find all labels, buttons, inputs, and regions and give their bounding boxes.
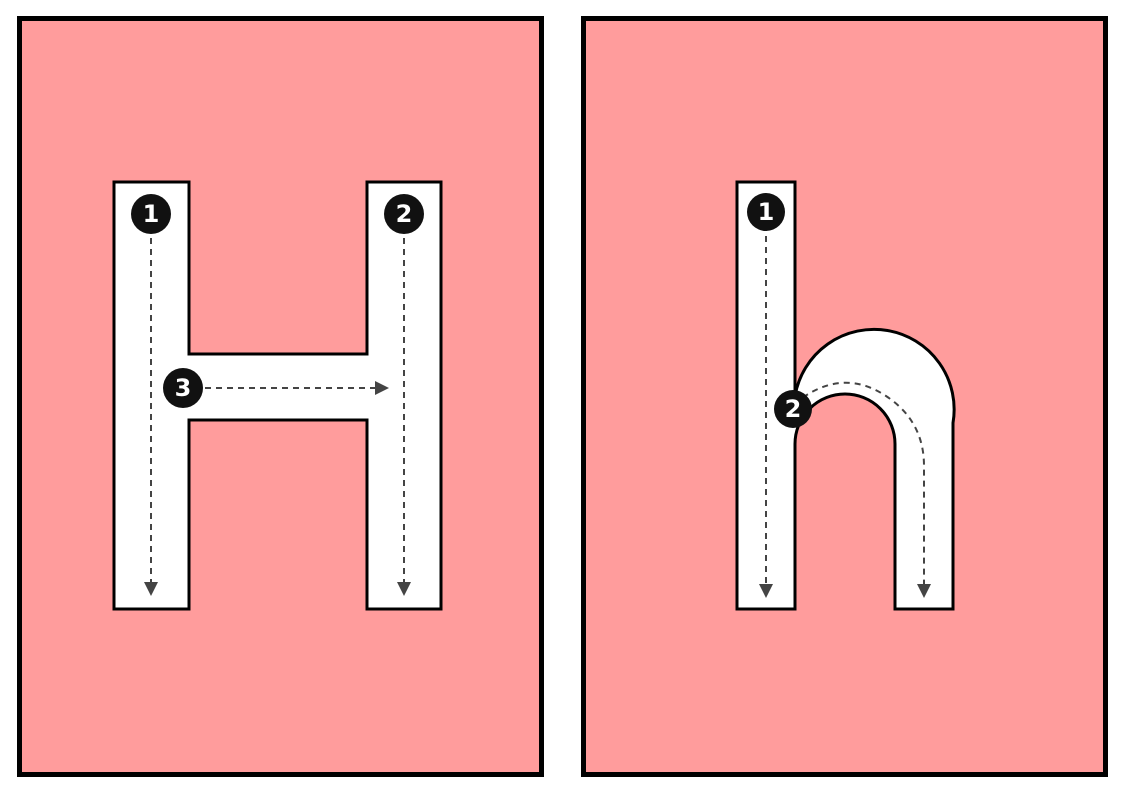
- uppercase-h-outline: [112, 180, 443, 611]
- letter-card-uppercase-h: 1 2 3: [17, 16, 544, 777]
- step-marker-1: 1: [131, 194, 171, 234]
- arrow-right-icon: [375, 381, 389, 395]
- step-number: 2: [785, 395, 802, 423]
- lowercase-h-tracing: 1 2: [735, 180, 956, 611]
- step-marker-2: 2: [384, 194, 424, 234]
- arrow-down-icon: [397, 582, 411, 596]
- arrow-down-icon: [144, 582, 158, 596]
- step-number: 2: [396, 200, 413, 228]
- step-marker-2: 2: [774, 390, 812, 428]
- letter-card-lowercase-h: 1 2: [581, 16, 1108, 777]
- step-number: 1: [758, 198, 775, 226]
- step-number: 1: [143, 200, 160, 228]
- uppercase-h-tracing: 1 2 3: [112, 180, 443, 611]
- lowercase-h-outline: [735, 180, 956, 611]
- arrow-down-icon: [759, 584, 773, 598]
- stroke-2-guide: [793, 381, 925, 586]
- step-number: 3: [175, 374, 192, 402]
- step-marker-3: 3: [163, 368, 203, 408]
- arrow-down-icon: [917, 584, 931, 598]
- step-marker-1: 1: [747, 193, 785, 231]
